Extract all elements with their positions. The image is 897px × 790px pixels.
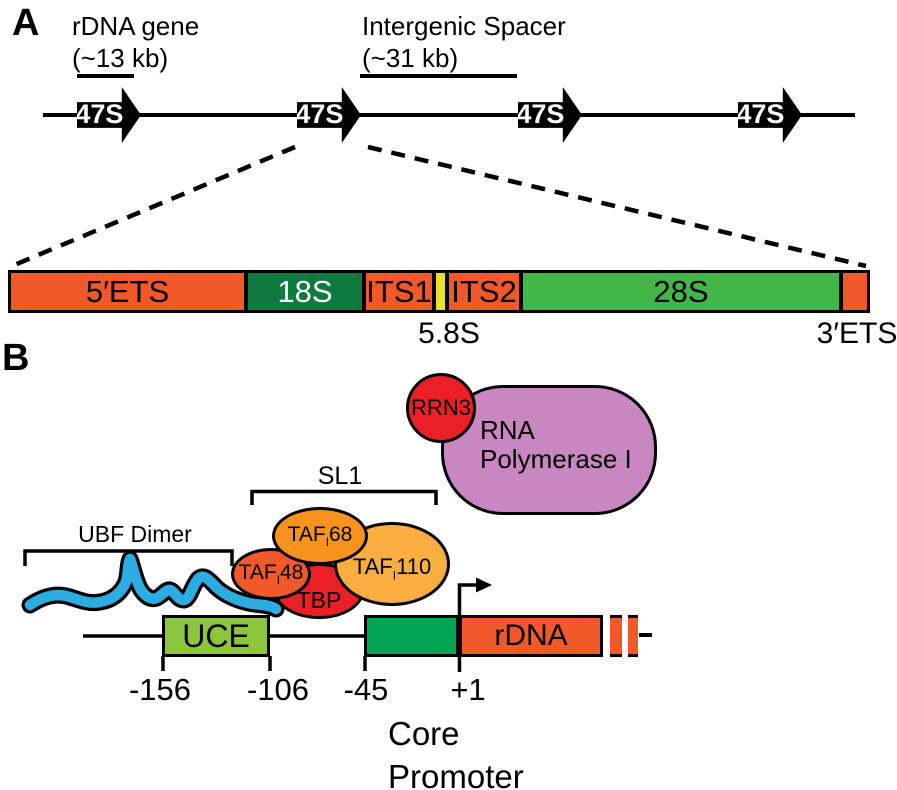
taf1-68-label-pre: TAF	[287, 522, 326, 546]
rna-polymerase-1-blob: RNA Polymerase I	[441, 385, 657, 515]
rdna-box: rDNA	[459, 615, 603, 657]
ubf-dimer-label: UBF Dimer	[78, 521, 192, 547]
taf1-110-label-post: 110	[396, 553, 432, 579]
transcript-structure-bar: 5′ETS 18S ITS1 ITS2 28S	[8, 270, 870, 313]
rdna-gene-label-line2: (~13 kb)	[72, 43, 169, 73]
rrn3-label: RRN3	[411, 395, 471, 420]
rdna-continuation-stripe-1	[610, 615, 622, 657]
gene-arrow-47s-3: 47S	[518, 87, 582, 143]
taf1-68-label-post: 68	[328, 522, 353, 546]
intergenic-spacer-label: Intergenic Spacer (~31 kb)	[362, 10, 566, 74]
taf1-110-label: TAFI110	[353, 554, 431, 582]
rdna-gene-extent-underline	[77, 74, 134, 78]
rna-polymerase-1-label: RNA Polymerase I	[480, 416, 632, 474]
label-3-ets: 3′ETS	[816, 317, 897, 350]
label-5-8s: 5.8S	[418, 317, 480, 350]
segment-18s: 18S	[248, 273, 362, 310]
rna-polymerase-1-label-line2: Polymerase I	[480, 444, 632, 474]
taf1-68-label: TAFI68	[288, 523, 353, 549]
rdna-gene-label-line1: rDNA gene	[72, 11, 200, 41]
panel-b-letter: B	[2, 337, 30, 379]
taf1-110-label-sub: I	[392, 568, 397, 583]
ubf-dimer-bracket	[23, 549, 234, 566]
taf1-48-label: TAFI48	[239, 561, 304, 587]
sl1-bracket	[250, 489, 438, 505]
expansion-dashed-line-right	[367, 144, 867, 269]
core-promoter-label-line1: Core	[388, 715, 460, 752]
segment-its2: ITS2	[449, 273, 519, 310]
gene-arrow-47s-2-label: 47S	[295, 99, 344, 130]
core-promoter-box	[364, 615, 459, 657]
taf1-110-label-pre: TAF	[352, 553, 393, 579]
segment-5-8s	[436, 273, 445, 310]
intergenic-spacer-label-line1: Intergenic Spacer	[362, 11, 566, 41]
gene-arrow-47s-2: 47S	[297, 87, 361, 143]
uce-box: UCE	[162, 615, 270, 657]
taf1-68-label-sub: I	[325, 537, 329, 550]
position-label-minus156: -156	[128, 672, 192, 707]
segment-5-ets: 5′ETS	[11, 273, 244, 310]
panel-a-letter: A	[12, 2, 40, 44]
position-label-minus106: -106	[246, 672, 310, 707]
gene-arrow-47s-3-label: 47S	[516, 99, 565, 130]
gene-arrow-47s-4-label: 47S	[736, 99, 785, 130]
intergenic-spacer-label-line2: (~31 kb)	[362, 43, 459, 73]
intergenic-spacer-extent-underline	[360, 74, 517, 78]
expansion-dashed-line-left	[11, 144, 296, 269]
taf1-48-label-post: 48	[279, 560, 304, 584]
rna-polymerase-1-label-line1: RNA	[480, 415, 535, 445]
core-promoter-label: Core Promoter	[388, 712, 524, 790]
taf1-110-ellipse: TAFI110	[334, 522, 450, 606]
rdna-gene-label: rDNA gene (~13 kb)	[72, 10, 199, 74]
transcription-start-arrowhead	[476, 577, 492, 593]
taf1-68-ellipse: TAFI68	[272, 507, 368, 565]
uce-label: UCE	[182, 617, 250, 654]
position-label-plus1: +1	[450, 672, 486, 707]
tbp-label: TBP	[296, 587, 342, 613]
rrn3-circle: RRN3	[406, 373, 476, 443]
rdna-continuation-stripe-2	[628, 615, 638, 657]
segment-28s: 28S	[523, 273, 839, 310]
segment-its1: ITS1	[366, 273, 432, 310]
rdna-continuation-dash	[639, 633, 652, 637]
gene-arrow-47s-1: 47S	[77, 87, 141, 143]
segment-3-ets	[843, 273, 867, 310]
core-promoter-label-line2: Promoter	[388, 758, 524, 790]
position-label-minus45: -45	[343, 672, 389, 707]
rdna-box-label: rDNA	[494, 619, 568, 652]
sl1-label: SL1	[317, 462, 363, 490]
gene-arrow-47s-1-label: 47S	[75, 99, 124, 130]
gene-arrow-47s-4: 47S	[738, 87, 802, 143]
taf1-48-label-pre: TAF	[238, 560, 277, 584]
